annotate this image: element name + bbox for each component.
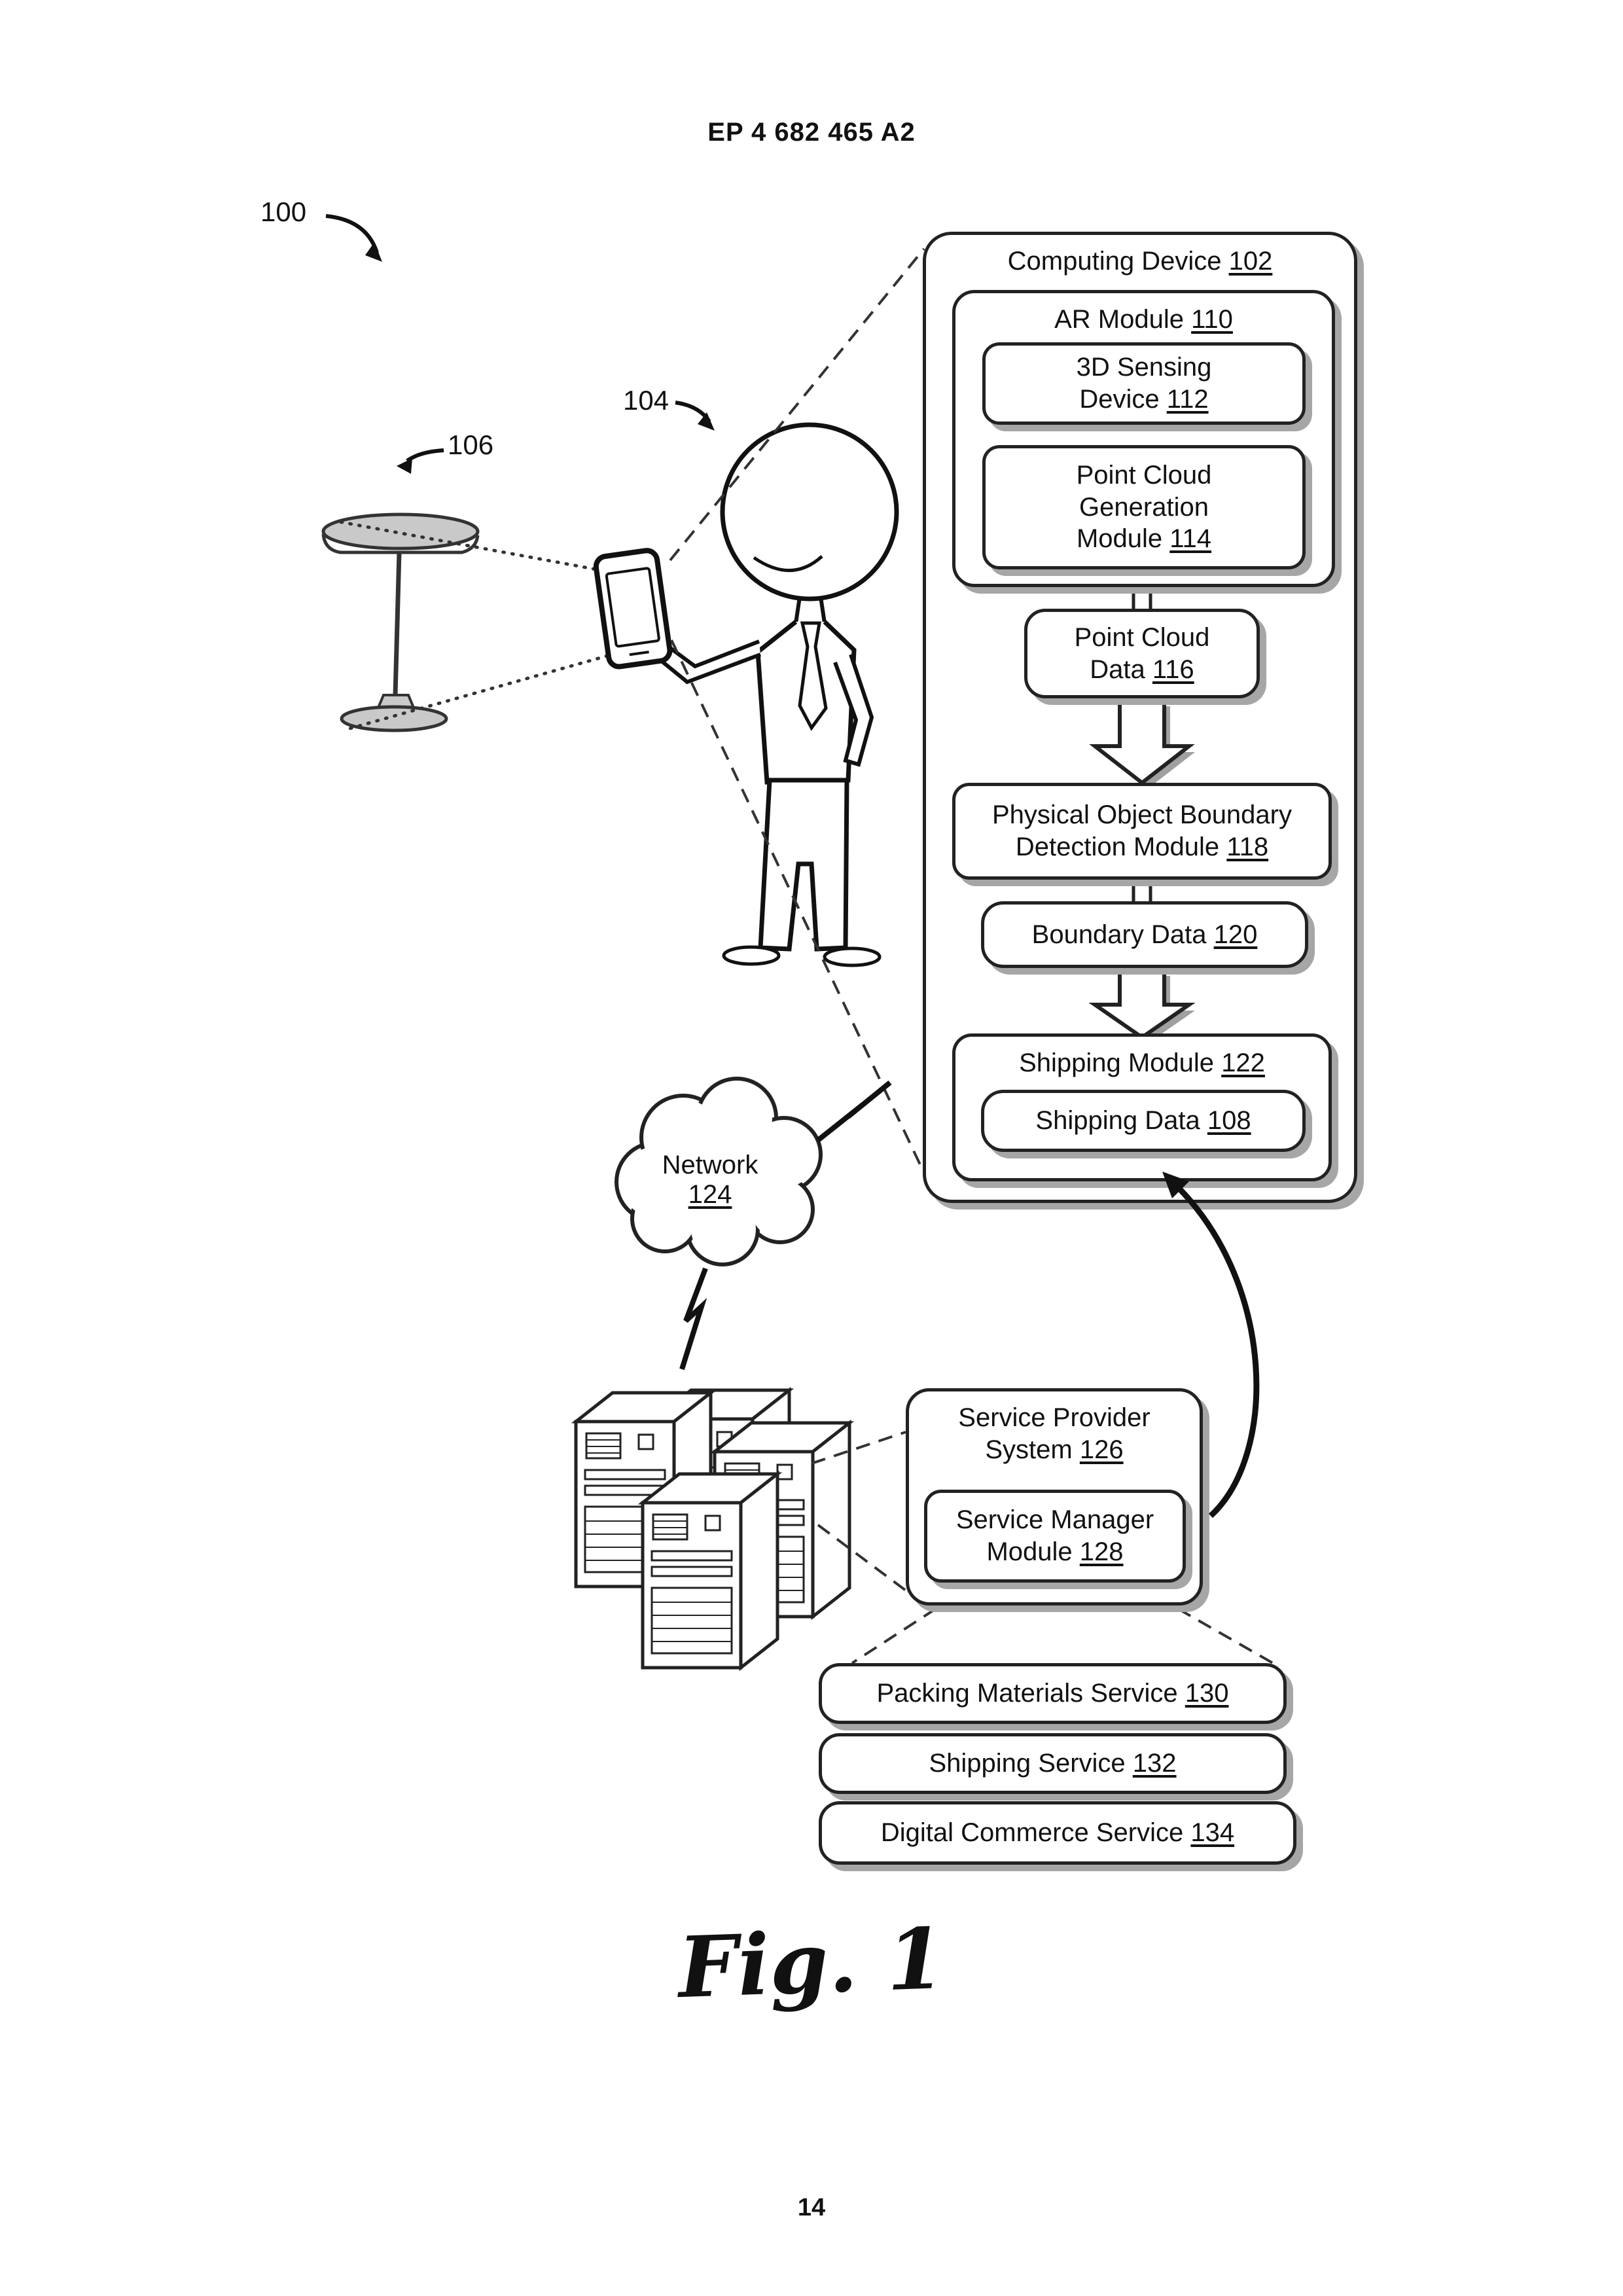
point-cloud-generation-module-box: Point Cloud Generation Module 114 <box>982 445 1306 569</box>
scan-fov-dotted-lines <box>333 519 609 732</box>
computing-device-box: Computing Device 102 <box>923 232 1357 1203</box>
network-cloud <box>615 1077 823 1266</box>
service-manager-module-box: Service Manager Module 128 <box>924 1490 1186 1583</box>
computing-device-title: Computing Device 102 <box>1007 247 1273 276</box>
lightning-bolt-cloud-to-device <box>816 1080 892 1143</box>
service-manager-module-label: Service Manager Module 128 <box>955 1505 1154 1566</box>
sensing-device-label: 3D Sensing Device 112 <box>1076 353 1212 414</box>
page-number: 14 <box>797 2194 826 2221</box>
shipping-service-box: Shipping Service 132 <box>819 1733 1287 1794</box>
packing-materials-service-label: Packing Materials Service 130 <box>876 1679 1229 1708</box>
lightning-bolt-cloud-to-servers <box>679 1267 708 1371</box>
document-header: EP 4 682 465 A2 <box>707 118 916 147</box>
point-cloud-data-label: Point Cloud Data 116 <box>1074 622 1210 684</box>
label-106-arrow <box>397 448 444 474</box>
ref-label-106: 106 <box>448 429 494 460</box>
network-label: Network 124 <box>662 1151 758 1209</box>
digital-commerce-service-box: Digital Commerce Service 134 <box>819 1801 1296 1865</box>
point-cloud-generation-module-label: Point Cloud Generation Module 114 <box>1076 460 1212 554</box>
person-figure <box>656 422 899 967</box>
block-arrow-2 <box>1088 968 1196 1043</box>
sps-to-services-dashed-lines <box>851 1607 1274 1664</box>
block-arrow-1 <box>1089 698 1195 789</box>
boundary-detection-module-box: Physical Object Boundary Detection Modul… <box>952 783 1332 880</box>
scanned-table-object <box>321 512 480 732</box>
servers-to-sps-dashed-lines <box>811 1431 907 1592</box>
point-cloud-data-box: Point Cloud Data 116 <box>1024 609 1260 698</box>
shipping-service-label: Shipping Service 132 <box>929 1749 1177 1778</box>
boundary-detection-module-label: Physical Object Boundary Detection Modul… <box>991 800 1292 861</box>
shipping-data-label: Shipping Data 108 <box>1035 1106 1251 1136</box>
phone-to-device-dashed-lines <box>669 247 925 1174</box>
ref-label-104: 104 <box>623 385 669 416</box>
service-provider-system-title: Service Provider System 126 <box>958 1403 1150 1464</box>
phone <box>593 548 673 670</box>
digital-commerce-service-label: Digital Commerce Service 134 <box>880 1818 1235 1848</box>
shipping-data-box: Shipping Data 108 <box>981 1090 1306 1152</box>
ref-label-100: 100 <box>260 196 307 227</box>
shipping-module-title: Shipping Module 122 <box>1019 1049 1265 1077</box>
sensing-device-box: 3D Sensing Device 112 <box>982 342 1306 425</box>
label-100-arrow <box>325 214 382 262</box>
server-cluster <box>576 1390 849 1668</box>
boundary-data-label: Boundary Data 120 <box>1031 920 1258 949</box>
packing-materials-service-box: Packing Materials Service 130 <box>819 1663 1287 1724</box>
ar-module-title: AR Module 110 <box>1054 305 1233 334</box>
label-104-arrow <box>675 401 715 431</box>
boundary-data-box: Boundary Data 120 <box>981 901 1308 968</box>
